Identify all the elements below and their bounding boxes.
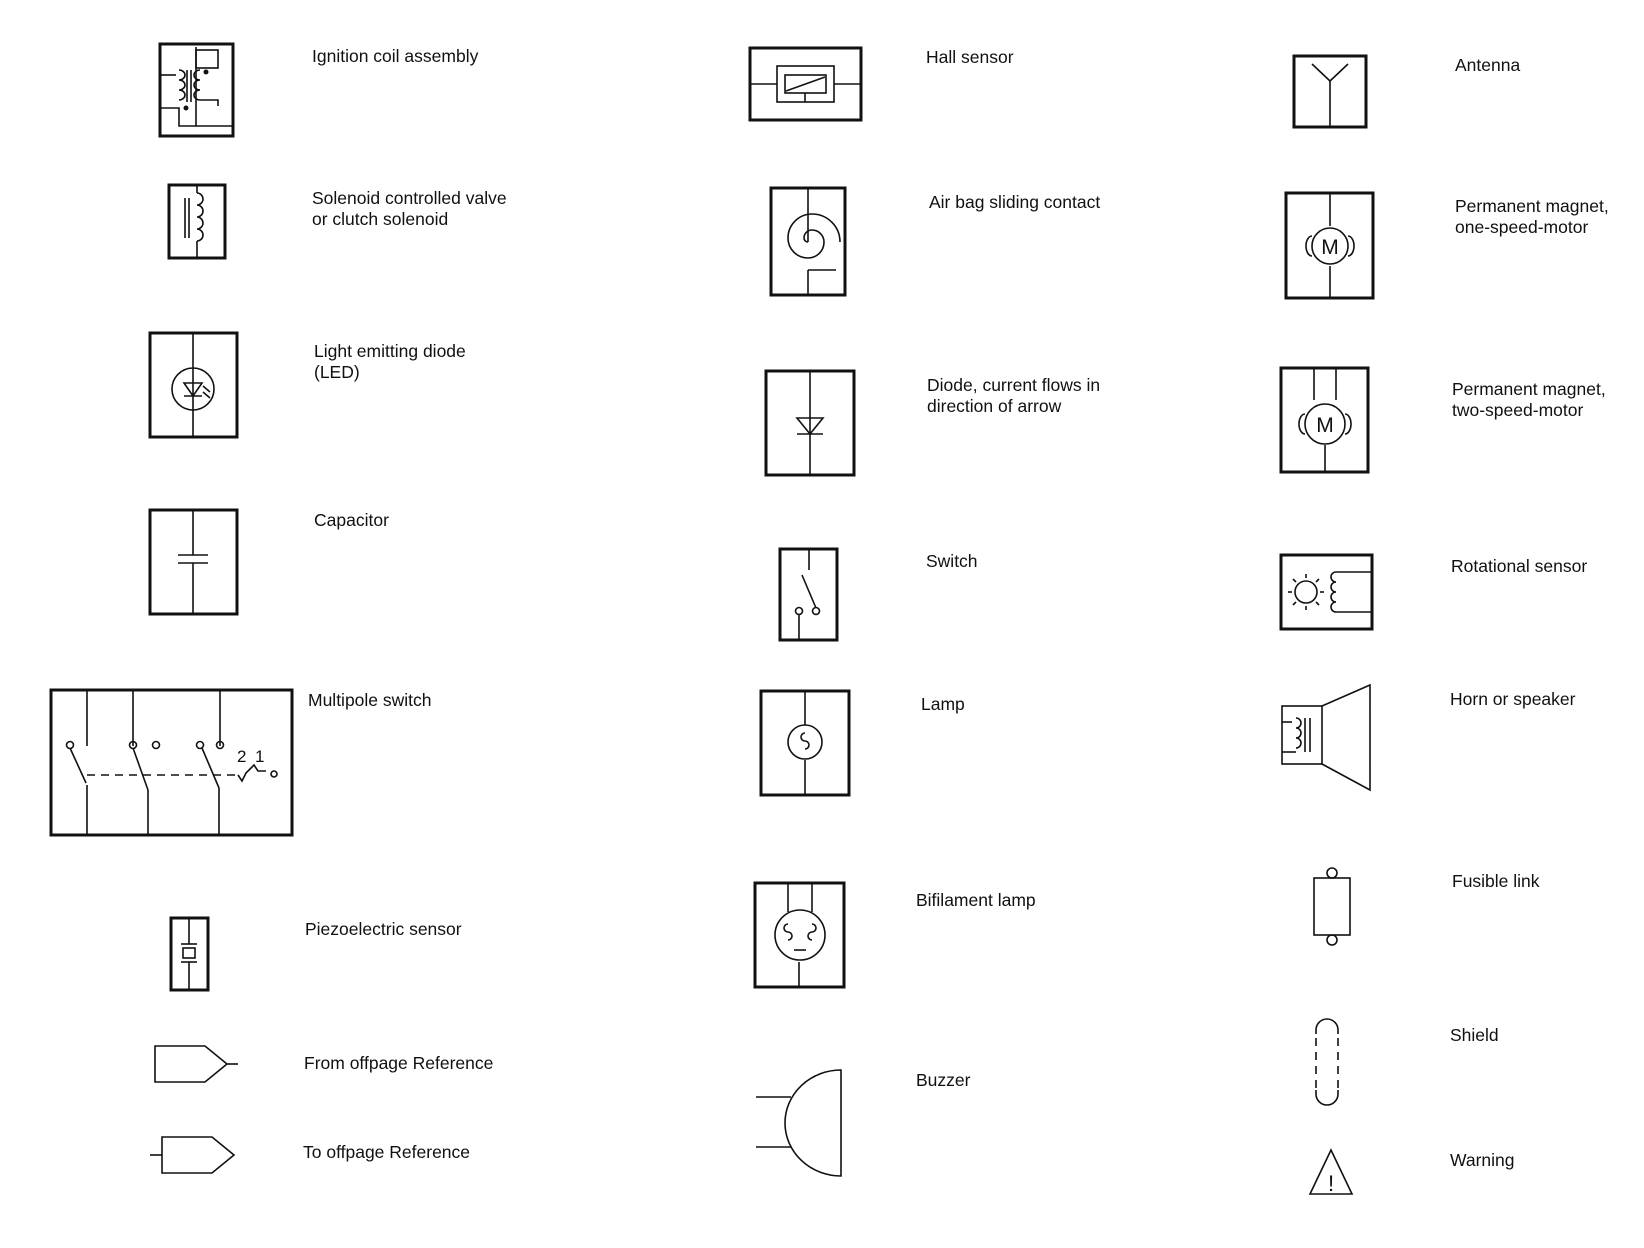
solenoid-valve-icon xyxy=(167,183,227,260)
motor-letter: M xyxy=(1321,236,1339,259)
label-antenna: Antenna xyxy=(1455,55,1521,75)
label-diode: Diode, current flows in direction of arr… xyxy=(927,375,1101,416)
warning-icon: ! xyxy=(1308,1148,1354,1196)
label-hall-sensor: Hall sensor xyxy=(926,47,1014,67)
label-capacitor: Capacitor xyxy=(314,510,389,530)
label-lamp: Lamp xyxy=(921,694,965,714)
multipole-contact-number-1: 1 xyxy=(255,747,264,766)
warning-exclamation: ! xyxy=(1328,1171,1334,1196)
label-led: Light emitting diode (LED) xyxy=(314,341,466,382)
diode-icon xyxy=(764,369,856,477)
air-bag-sliding-contact-icon xyxy=(769,186,847,297)
label-rotational-sensor: Rotational sensor xyxy=(1451,556,1588,576)
capacitor-icon xyxy=(148,508,239,616)
bifilament-lamp-icon xyxy=(753,881,846,989)
switch-icon xyxy=(778,547,839,642)
lamp-icon xyxy=(759,689,851,797)
label-solenoid-valve: Solenoid controlled valve or clutch sole… xyxy=(312,188,507,229)
label-multipole-switch: Multipole switch xyxy=(308,690,432,710)
label-shield: Shield xyxy=(1450,1025,1499,1045)
hall-sensor-icon xyxy=(748,46,863,122)
buzzer-icon xyxy=(756,1069,842,1177)
label-ignition-coil: Ignition coil assembly xyxy=(312,46,479,66)
label-bifilament-lamp: Bifilament lamp xyxy=(916,890,1036,910)
label-buzzer: Buzzer xyxy=(916,1070,971,1090)
multipole-contact-number-2: 2 xyxy=(237,747,246,766)
label-warning: Warning xyxy=(1450,1150,1515,1170)
two-speed-motor-icon: M xyxy=(1279,366,1370,474)
label-air-bag-contact: Air bag sliding contact xyxy=(929,192,1101,212)
label-two-speed-motor: Permanent magnet, two-speed-motor xyxy=(1452,379,1606,420)
label-from-offpage: From offpage Reference xyxy=(304,1053,494,1073)
label-fusible-link: Fusible link xyxy=(1452,871,1540,891)
label-piezoelectric-sensor: Piezoelectric sensor xyxy=(305,919,462,939)
led-icon xyxy=(148,331,239,439)
label-horn-speaker: Horn or speaker xyxy=(1450,689,1576,709)
shield-icon xyxy=(1315,1018,1339,1106)
rotational-sensor-icon xyxy=(1279,553,1374,631)
label-switch: Switch xyxy=(926,551,978,571)
from-offpage-reference-icon xyxy=(154,1045,238,1083)
motor-letter: M xyxy=(1316,414,1334,437)
piezoelectric-sensor-icon xyxy=(169,916,210,992)
multipole-switch-icon: 2 1 xyxy=(49,688,294,837)
one-speed-motor-icon: M xyxy=(1284,191,1375,300)
label-to-offpage: To offpage Reference xyxy=(303,1142,471,1162)
fusible-link-icon xyxy=(1313,867,1351,946)
ignition-coil-icon xyxy=(158,42,235,138)
horn-speaker-icon xyxy=(1281,683,1371,792)
antenna-icon xyxy=(1292,54,1368,129)
label-one-speed-motor: Permanent magnet, one-speed-motor xyxy=(1455,196,1609,237)
to-offpage-reference-icon xyxy=(150,1136,236,1174)
